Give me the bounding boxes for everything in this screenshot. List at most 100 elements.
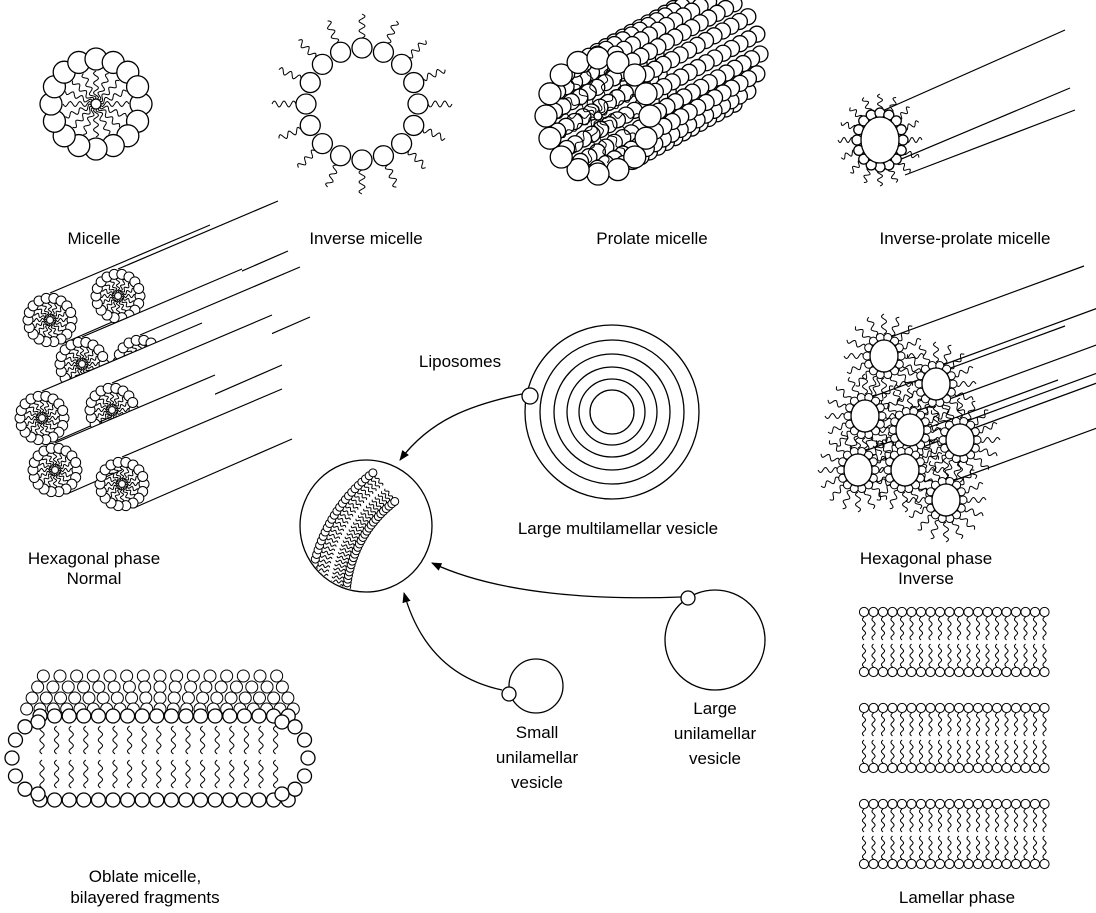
head-group	[343, 612, 351, 620]
head-group	[309, 626, 317, 634]
lipid-tail	[944, 522, 949, 542]
head-group	[964, 703, 973, 712]
lipid-tail	[957, 836, 960, 859]
lipid-tail	[100, 90, 127, 104]
head-group	[342, 594, 350, 602]
head-group	[888, 703, 897, 712]
head-group	[121, 709, 135, 723]
head-group	[237, 793, 251, 807]
lipid-tail	[967, 617, 970, 640]
head-group	[1002, 799, 1011, 808]
lipid-tail	[938, 809, 941, 832]
lipid-tail	[976, 809, 979, 832]
water-channel	[932, 484, 960, 516]
head-group	[62, 681, 74, 693]
lipid-tail	[1033, 617, 1036, 640]
head-group	[954, 763, 963, 772]
head-group	[973, 859, 982, 868]
lipid-tail	[1014, 713, 1017, 736]
lipid-tail	[881, 809, 884, 832]
head-group	[539, 83, 561, 105]
head-group	[344, 620, 352, 628]
lipid-tail	[881, 644, 884, 667]
head-group	[66, 307, 76, 317]
head-group	[300, 73, 320, 93]
water-channel	[891, 454, 919, 486]
lipid-tail	[911, 490, 921, 509]
head-group	[342, 590, 350, 598]
head-group	[567, 51, 589, 73]
lipid-tail	[818, 468, 838, 473]
head-group	[1040, 799, 1049, 808]
head-group	[1002, 859, 1011, 868]
lipid-tail	[330, 596, 342, 599]
head-group	[897, 607, 906, 616]
lipid-tail	[821, 454, 840, 462]
lipid-tail	[279, 127, 301, 138]
head-group	[254, 670, 266, 682]
head-group	[373, 42, 393, 62]
core	[91, 99, 101, 109]
lipid-tail	[315, 582, 327, 585]
head-group	[535, 105, 557, 127]
head-group	[916, 667, 925, 676]
lipid-tail	[910, 809, 913, 832]
lipid-tail	[334, 568, 346, 571]
lipid-tail	[1033, 713, 1036, 736]
head-group	[1030, 799, 1039, 808]
lipid-tail	[1033, 809, 1036, 832]
head-group	[342, 601, 350, 609]
lipid-tail	[100, 102, 129, 107]
head-group	[1040, 667, 1049, 676]
head-group	[77, 793, 91, 807]
lipid-tail	[919, 740, 922, 763]
lipid-tail	[321, 556, 333, 559]
head-group	[194, 709, 208, 723]
lipid-tail	[316, 622, 328, 626]
head-group	[352, 38, 372, 58]
liposome-arrows	[400, 394, 681, 690]
head-group	[1030, 763, 1039, 772]
head-group	[1021, 763, 1030, 772]
lipid-tail	[346, 506, 356, 513]
head-group	[964, 607, 973, 616]
lipid-tail	[919, 713, 922, 736]
lipid-tail	[872, 809, 875, 832]
lipid-tail	[315, 587, 327, 590]
head-group	[897, 667, 906, 676]
head-group	[342, 605, 350, 613]
lipid-tail	[957, 713, 960, 736]
head-group	[878, 607, 887, 616]
head-group	[171, 670, 183, 682]
lipid-tail	[336, 560, 348, 564]
lipid-tail	[974, 456, 989, 470]
lipid-tail	[318, 564, 330, 567]
head-group	[221, 670, 233, 682]
head-group	[138, 471, 148, 481]
head-group	[859, 607, 868, 616]
head-group	[271, 670, 283, 682]
label-large-unilamellar-2: unilamellar	[674, 723, 756, 744]
lipid-tail	[891, 836, 894, 859]
head-group	[964, 859, 973, 868]
lipid-tail	[872, 713, 875, 736]
head-group	[404, 115, 424, 135]
lipid-tail	[331, 616, 343, 620]
lipid-tail	[1033, 740, 1036, 763]
lamella	[579, 379, 645, 445]
lipid-tail	[900, 836, 903, 859]
lipid-tail	[98, 74, 109, 101]
lipid-tail	[409, 40, 427, 58]
label-inverse-prolate-micelle: Inverse-prolate micelle	[879, 228, 1050, 249]
lipid-tail	[332, 620, 344, 624]
head-group	[859, 763, 868, 772]
lipid-tail	[358, 515, 368, 522]
head-group	[121, 793, 135, 807]
head-group	[1021, 859, 1030, 868]
lipid-tail	[356, 519, 366, 526]
head-group	[169, 681, 181, 693]
lipid-tail	[328, 21, 339, 43]
lipid-tail	[66, 104, 93, 118]
head-group	[897, 763, 906, 772]
lipid-tail	[332, 576, 344, 579]
